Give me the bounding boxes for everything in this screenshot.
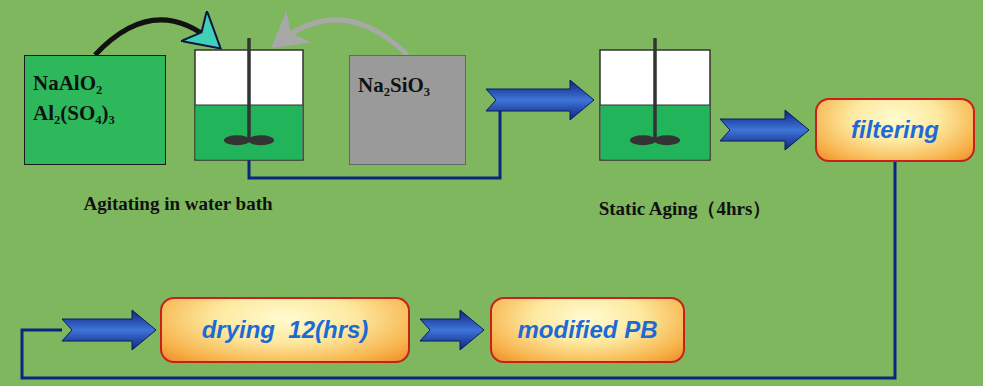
stirrer-paddle xyxy=(630,135,656,145)
flow-arrow xyxy=(420,310,484,350)
stirrer-paddle xyxy=(654,135,680,145)
formula-text: Al₂(SO₄)₃ xyxy=(33,98,157,128)
stirrer-rod xyxy=(653,38,657,140)
beaker-node: Static Aging（4hrs） xyxy=(600,50,710,160)
process-box: modified PB xyxy=(490,297,685,363)
process-box: filtering xyxy=(815,98,975,162)
reagent-box: NaAlO₂Al₂(SO₄)₃ xyxy=(24,55,166,165)
step-text: modified PB xyxy=(517,316,657,344)
reagent-box: Na₂SiO₃ xyxy=(349,55,466,165)
step-label: Agitating in water bath xyxy=(83,193,272,215)
process-box: drying 12(hrs) xyxy=(160,297,410,363)
stirrer-paddle xyxy=(224,135,250,145)
stirrer-paddle xyxy=(248,135,274,145)
flow-arrow xyxy=(720,110,809,150)
route-line xyxy=(22,162,895,378)
formula-text: Na₂SiO₃ xyxy=(358,70,457,100)
stirrer-rod xyxy=(247,38,251,140)
flow-arrow xyxy=(486,80,594,120)
flow-arrow xyxy=(62,310,156,350)
step-text: filtering xyxy=(851,116,939,144)
step-text: drying 12(hrs) xyxy=(202,316,369,344)
beaker-illustration xyxy=(600,50,710,160)
beaker-node: Agitating in water bath xyxy=(195,50,303,160)
formula-text: NaAlO₂ xyxy=(33,68,157,98)
step-label: Static Aging（4hrs） xyxy=(599,196,772,222)
beaker-illustration xyxy=(195,50,303,160)
